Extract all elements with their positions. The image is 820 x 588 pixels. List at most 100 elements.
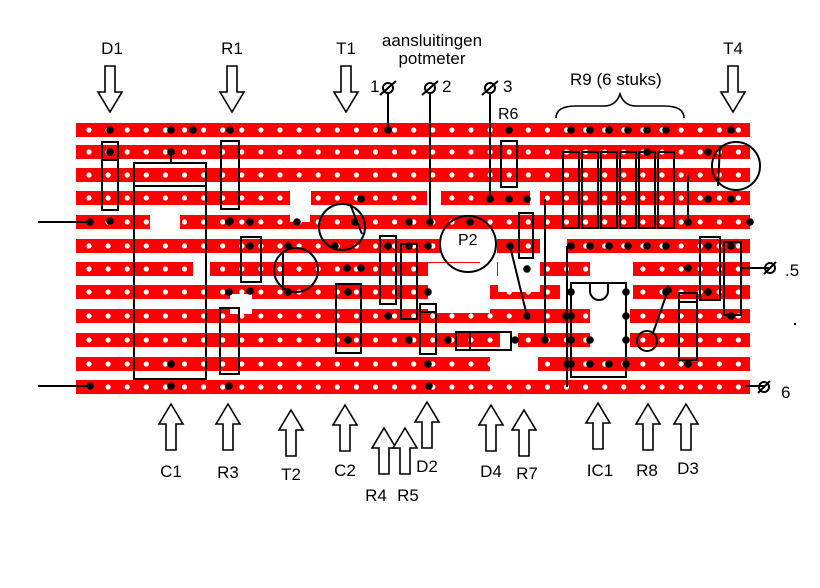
strip-hole	[735, 127, 742, 133]
strip-hole	[201, 384, 207, 390]
solder-dot	[384, 312, 392, 320]
strip-hole	[353, 149, 359, 155]
solder-dot	[344, 336, 352, 344]
strip-hole	[143, 384, 149, 390]
strip-hole	[220, 384, 226, 390]
solder-dot	[405, 336, 413, 344]
strip-hole	[678, 384, 684, 390]
strip-hole	[201, 127, 207, 133]
strip-hole	[735, 289, 742, 295]
strip-hole	[162, 384, 168, 390]
solder-dot	[662, 288, 670, 296]
strip-hole	[353, 337, 359, 343]
strip-hole	[86, 149, 92, 155]
strip-hole	[525, 384, 531, 390]
strip-hole	[162, 195, 168, 201]
strip-hole	[544, 289, 551, 295]
strip-hole	[392, 195, 398, 201]
pot-pin-1-label: 1	[370, 77, 379, 96]
strip-hole	[143, 266, 149, 272]
arrow-r5	[391, 426, 419, 475]
strip-hole	[353, 289, 359, 295]
strip-hole	[162, 219, 168, 225]
strip-hole	[105, 289, 111, 295]
arrow-ic1	[584, 401, 612, 450]
label-ic1: IC1	[587, 461, 613, 480]
strip-hole	[640, 219, 646, 225]
strip-hole	[334, 149, 340, 155]
strip-hole	[258, 361, 264, 367]
strip-hole	[735, 219, 742, 225]
arrow-d4	[477, 403, 505, 452]
strip-hole	[602, 172, 608, 178]
strip-hole	[143, 127, 149, 133]
solder-dot	[106, 217, 114, 225]
strip-hole	[430, 313, 436, 319]
strip-hole	[220, 313, 226, 319]
wiper-lead	[509, 245, 528, 317]
strip-hole	[143, 149, 149, 155]
strip-hole	[449, 127, 455, 133]
solder-dot	[226, 126, 234, 134]
label-t1: T1	[336, 39, 356, 58]
strip-hole	[315, 289, 321, 295]
strip-hole	[239, 313, 245, 319]
strip-hole	[181, 384, 188, 390]
solder-dot	[293, 218, 301, 226]
strip-hole	[258, 219, 264, 225]
strip-hole	[162, 337, 168, 343]
strip-hole	[372, 219, 379, 225]
solder-dot	[624, 242, 632, 250]
strip-hole	[105, 243, 111, 249]
strip-hole	[449, 195, 455, 201]
strip-hole	[716, 195, 722, 201]
strip-hole	[239, 337, 245, 343]
strip-hole	[124, 195, 130, 201]
label-t4: T4	[723, 39, 743, 58]
strip-hole	[602, 337, 608, 343]
solder-dot	[106, 126, 114, 134]
strip-hole	[716, 384, 722, 390]
solder-dot	[167, 126, 175, 134]
strip-hole	[124, 337, 130, 343]
strip-hole	[124, 243, 130, 249]
strip-hole	[220, 219, 226, 225]
strip-hole	[697, 172, 703, 178]
solder-dot	[384, 126, 392, 134]
solder-dot	[643, 148, 651, 156]
strip-hole	[201, 219, 207, 225]
strip-hole	[544, 172, 551, 178]
strip-hole	[430, 266, 436, 272]
copper-strip	[567, 239, 750, 253]
strip-hole	[143, 219, 149, 225]
potmeter-p2	[439, 215, 497, 273]
strip-hole	[181, 337, 188, 343]
solder-dot	[727, 312, 735, 320]
arrow-d2	[413, 400, 441, 449]
strip-hole	[372, 313, 379, 319]
strip-hole	[105, 266, 111, 272]
strip-hole	[372, 127, 379, 133]
arrow-r4	[370, 426, 398, 475]
arrow-r3	[214, 402, 242, 451]
strip-hole	[181, 149, 188, 155]
solder-dot	[357, 264, 365, 272]
solder-dot	[405, 242, 413, 250]
label-d3: D3	[677, 459, 699, 478]
solder-dot	[622, 288, 630, 296]
strip-hole	[659, 337, 665, 343]
strip-hole	[277, 172, 283, 178]
strip-hole	[372, 266, 379, 272]
resistor-r3	[219, 307, 240, 375]
strip-hole	[372, 289, 379, 295]
solder-dot	[622, 312, 630, 320]
strip-hole	[697, 127, 703, 133]
solder-dot	[624, 126, 632, 134]
strip-hole	[220, 361, 226, 367]
pot-title-line1: aansluitingen	[382, 31, 482, 50]
strip-hole	[621, 195, 627, 201]
strip-hole	[86, 313, 92, 319]
strip-hole	[296, 172, 302, 178]
strip-hole	[220, 337, 226, 343]
solder-dot	[662, 242, 670, 250]
